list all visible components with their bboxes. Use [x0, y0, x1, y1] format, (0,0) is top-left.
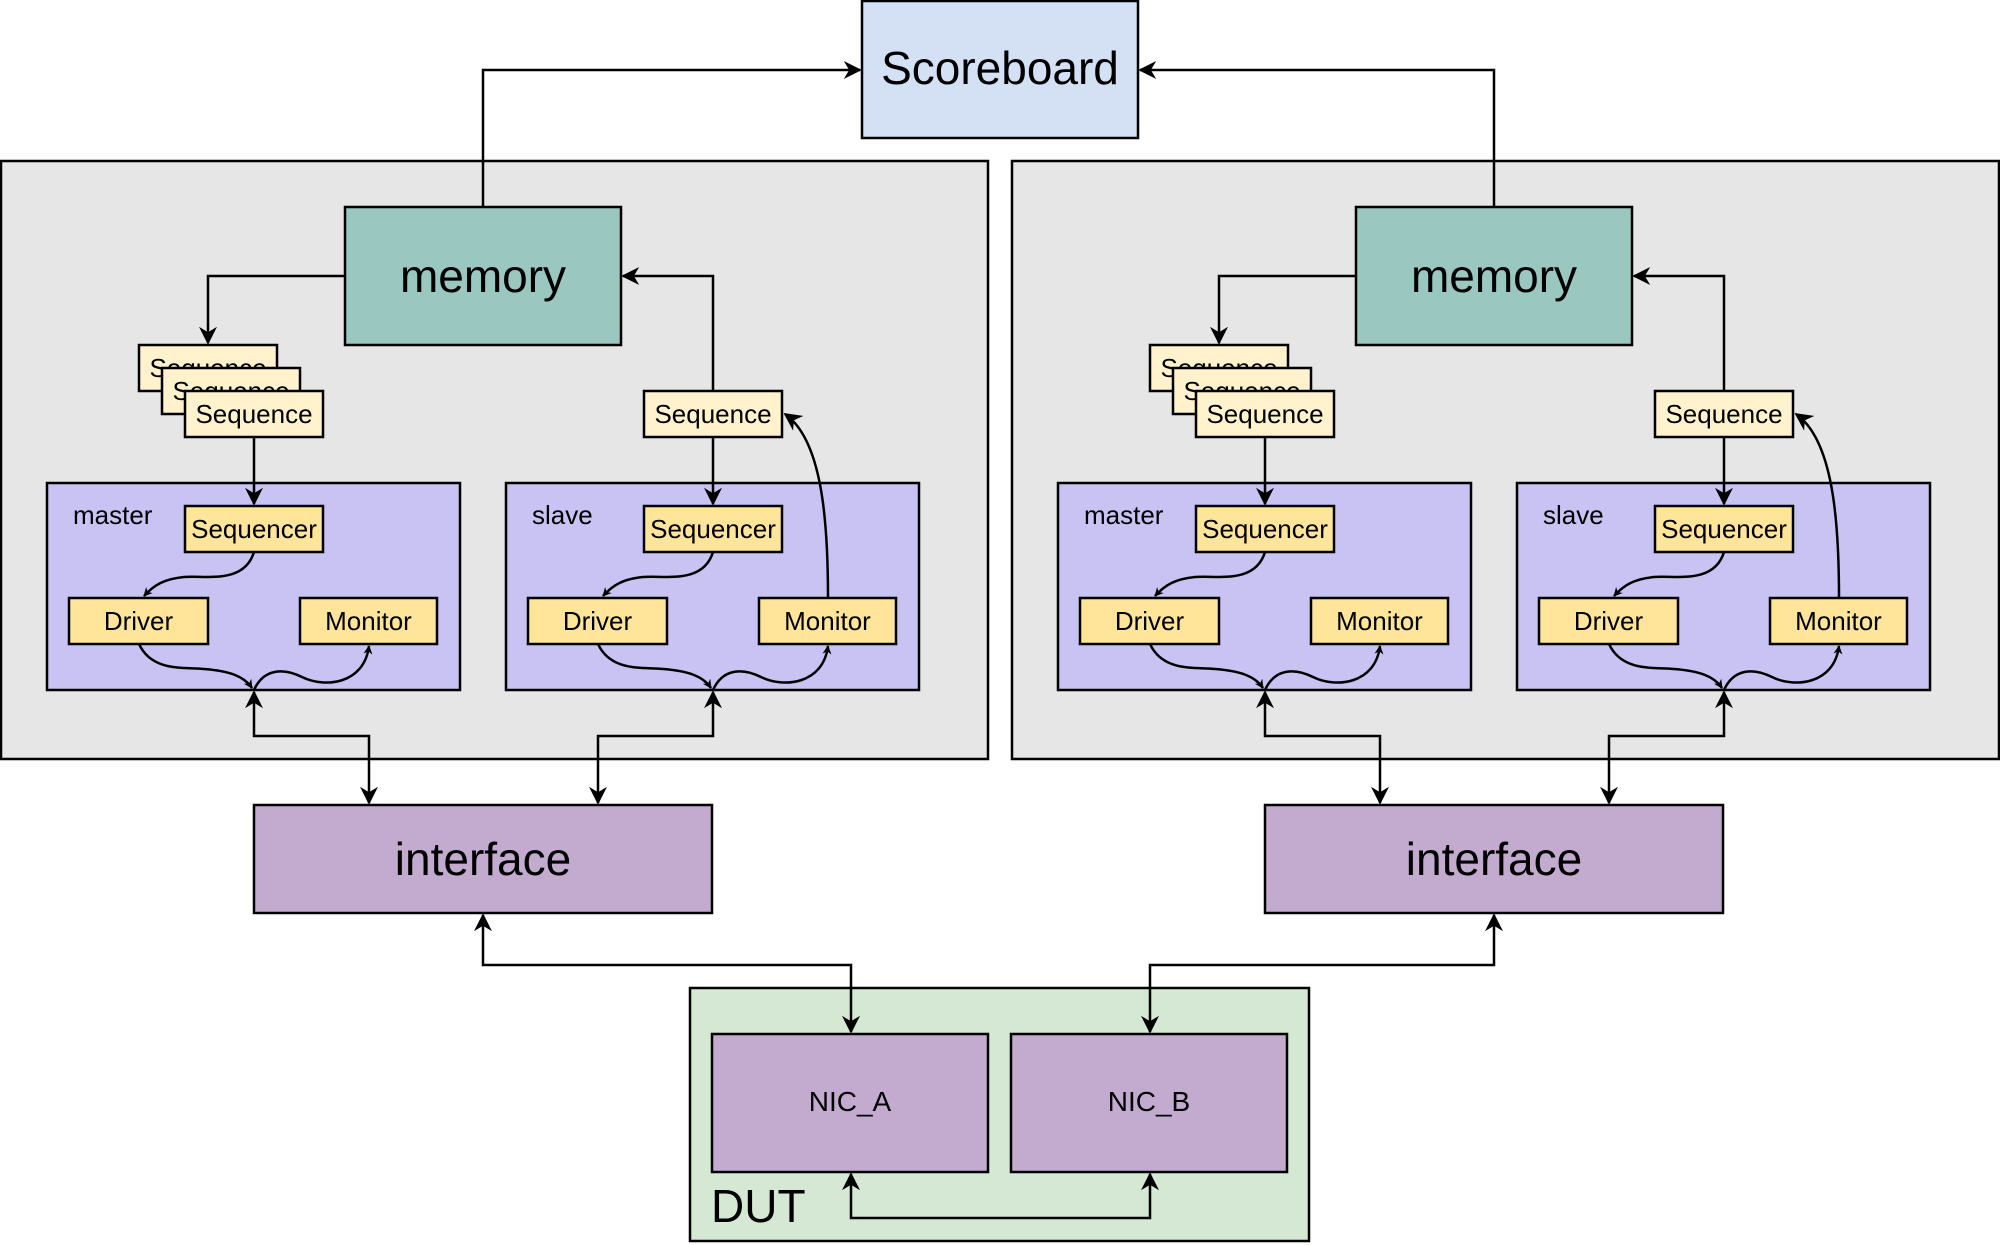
- master-sequencer-right-label: Sequencer: [1202, 514, 1328, 544]
- master-bus-to-monitor-arrow: [252, 645, 373, 691]
- slave-monitor-to-sequence-right: [1794, 412, 1841, 599]
- master-monitor-right-label: Monitor: [1336, 606, 1423, 636]
- slave-sequence-to-memory-left: [621, 267, 715, 391]
- slave-sequence-left[interactable]: Sequence: [642, 389, 784, 439]
- slave-agent-right-label: slave: [1543, 500, 1604, 530]
- sequence-left-2-box[interactable]: [183, 389, 325, 439]
- slave-driver-to-bus-arrow: [1607, 643, 1724, 689]
- memory-to-sequences-right: [1210, 274, 1356, 345]
- sequence-stack-left[interactable]: SequenceSequenceSequence: [137, 343, 325, 439]
- master-driver-left-label: Driver: [104, 606, 174, 636]
- sequence-stack-right[interactable]: SequenceSequenceSequence: [1148, 343, 1336, 439]
- nic-a-box[interactable]: [710, 1032, 990, 1174]
- master-sequencer-right-box[interactable]: [1194, 504, 1336, 554]
- master-bus-to-monitor-arrow: [1263, 645, 1384, 691]
- scoreboard-label: Scoreboard: [881, 42, 1119, 94]
- nic-a-label: NIC_A: [809, 1086, 892, 1117]
- slave-agent-to-interface-left: [589, 690, 722, 805]
- slave-sequence-left-label: Sequence: [654, 399, 771, 429]
- scoreboard[interactable]: Scoreboard: [860, 0, 1140, 140]
- master-driver-right-box[interactable]: [1078, 596, 1221, 646]
- memory-left-to-scoreboard-arrow: [481, 61, 862, 207]
- master-agent-right-label: master: [1084, 500, 1164, 530]
- master-driver-right-label: Driver: [1115, 606, 1185, 636]
- slave-monitor-right-box[interactable]: [1768, 596, 1909, 646]
- interface-left-label: interface: [395, 833, 571, 885]
- memory-left[interactable]: memory: [343, 205, 623, 347]
- memory-right[interactable]: memory: [1354, 205, 1634, 347]
- slave-agent-to-interface-right: [1600, 690, 1733, 805]
- master-driver-left-box[interactable]: [67, 596, 210, 646]
- slave-sequencer-to-driver-arrow: [1613, 551, 1726, 597]
- slave-driver-right-box[interactable]: [1537, 596, 1680, 646]
- slave-agent-left-label: slave: [532, 500, 593, 530]
- dut-label: DUT: [711, 1180, 806, 1232]
- nic-b-box[interactable]: [1009, 1032, 1289, 1174]
- slave-sequencer-right-box[interactable]: [1653, 504, 1795, 554]
- memory-to-sequences-left: [199, 274, 345, 345]
- slave-monitor-right-label: Monitor: [1795, 606, 1882, 636]
- master-agent-to-interface-left: [245, 690, 378, 805]
- slave-sequencer-to-driver-arrow: [602, 551, 715, 597]
- master-agent-to-interface-right: [1256, 690, 1389, 805]
- environment-right: memorySequenceSequenceSequenceSequencema…: [1010, 159, 2000, 761]
- interface-right-to-nic-b-arrow: [1141, 913, 1503, 1034]
- slave-sequence-right[interactable]: Sequence: [1653, 389, 1795, 439]
- master-monitor-left-label: Monitor: [325, 606, 412, 636]
- master-monitor-right-box[interactable]: [1309, 596, 1450, 646]
- interface-right[interactable]: interface: [1263, 803, 1725, 915]
- environment-left: memorySequenceSequenceSequenceSequencema…: [0, 159, 990, 761]
- nic-a-nic-b-link: [842, 1172, 1159, 1220]
- slave-sequence-to-memory-right: [1632, 267, 1726, 391]
- slave-sequencer-right-label: Sequencer: [1661, 514, 1787, 544]
- sequence-right-2-label: Sequence: [1206, 399, 1323, 429]
- memory-right-label: memory: [1411, 250, 1577, 302]
- dut[interactable]: NIC_A NIC_B DUT: [688, 986, 1311, 1243]
- slave-driver-left-box[interactable]: [526, 596, 669, 646]
- interface-left[interactable]: interface: [252, 803, 714, 915]
- sequence-left-2-label: Sequence: [195, 399, 312, 429]
- slave-monitor-to-sequence-left: [783, 412, 830, 599]
- memory-right-to-scoreboard-arrow: [1138, 61, 1496, 207]
- slave-monitor-left-box[interactable]: [757, 596, 898, 646]
- slave-driver-to-bus-arrow: [596, 643, 713, 689]
- interface-right-label: interface: [1406, 833, 1582, 885]
- slave-bus-to-monitor-arrow: [1722, 645, 1843, 691]
- master-sequencer-to-driver-arrow: [1154, 551, 1267, 597]
- master-sequencer-left-label: Sequencer: [191, 514, 317, 544]
- master-driver-to-bus-arrow: [1148, 643, 1265, 689]
- slave-sequence-right-label: Sequence: [1665, 399, 1782, 429]
- master-monitor-left-box[interactable]: [298, 596, 439, 646]
- memory-right-box[interactable]: [1354, 205, 1634, 347]
- master-sequencer-left-box[interactable]: [183, 504, 325, 554]
- master-driver-to-bus-arrow: [137, 643, 254, 689]
- slave-driver-right-label: Driver: [1574, 606, 1644, 636]
- memory-left-label: memory: [400, 250, 566, 302]
- slave-monitor-left-label: Monitor: [784, 606, 871, 636]
- master-agent-left-label: master: [73, 500, 153, 530]
- interface-right-box[interactable]: [1263, 803, 1725, 915]
- slave-sequencer-left-label: Sequencer: [650, 514, 776, 544]
- interface-left-to-nic-a-arrow: [474, 913, 860, 1034]
- slave-driver-left-label: Driver: [563, 606, 633, 636]
- nic-b-label: NIC_B: [1108, 1086, 1190, 1117]
- slave-bus-to-monitor-arrow: [711, 645, 832, 691]
- interface-left-box[interactable]: [252, 803, 714, 915]
- scoreboard-box: [860, 0, 1140, 140]
- master-sequencer-to-driver-arrow: [143, 551, 256, 597]
- sequence-right-2-box[interactable]: [1194, 389, 1336, 439]
